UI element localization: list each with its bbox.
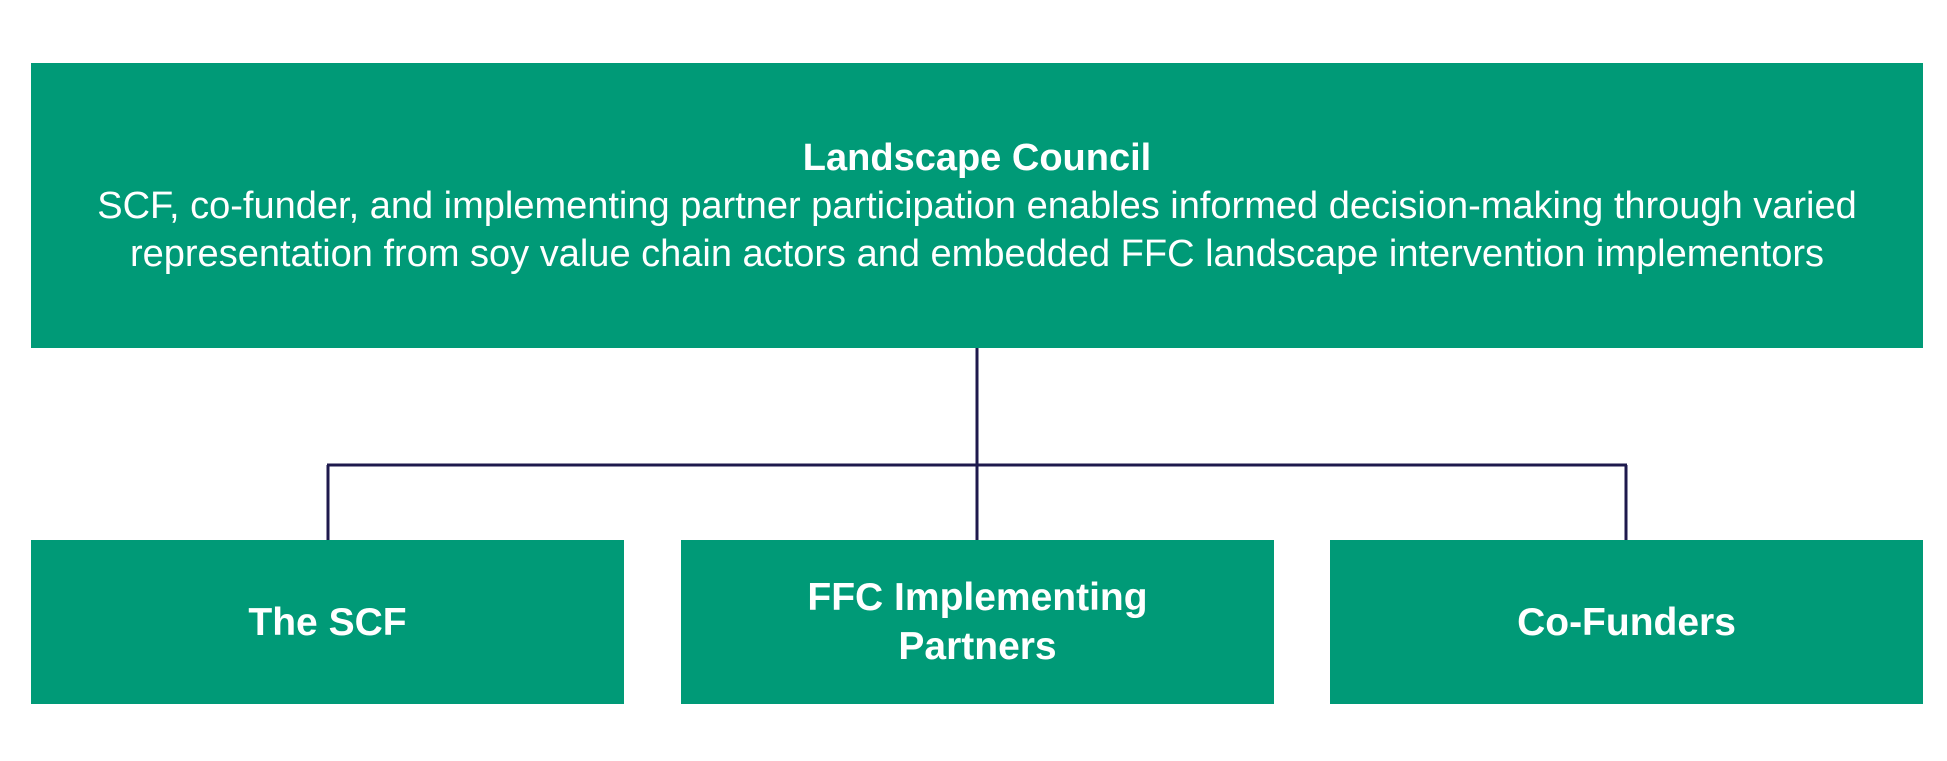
child-label-ffc-implementing-partners: FFC Implementing Partners [807,576,1148,668]
council-description: SCF, co-funder, and implementing partner… [97,184,1857,275]
child-box-the-scf: The SCF [31,540,624,704]
council-title: Landscape Council [802,136,1152,179]
child-box-ffc-implementing-partners: FFC Implementing Partners [681,540,1274,704]
child-label-the-scf: The SCF [248,600,407,644]
landscape-council-box: Landscape Council SCF, co-funder, and im… [31,63,1923,348]
child-box-co-funders: Co-Funders [1330,540,1923,704]
child-label-co-funders: Co-Funders [1517,600,1736,644]
